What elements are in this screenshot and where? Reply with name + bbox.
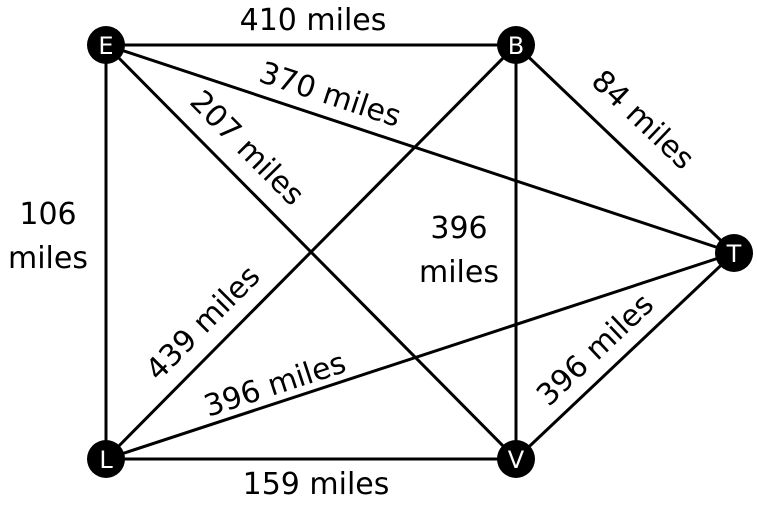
node-t: T bbox=[715, 234, 753, 272]
edge-label-b-v-line1: 396 bbox=[430, 211, 487, 246]
edge-label-b-v-line2: miles bbox=[419, 255, 499, 290]
edge-label-e-l-line2: miles bbox=[8, 241, 88, 276]
node-t-label: T bbox=[726, 240, 742, 268]
edge-label-l-v: 159 miles bbox=[243, 467, 390, 502]
node-e-label: E bbox=[98, 32, 113, 60]
edge-label-b-t: 84 miles bbox=[584, 63, 701, 176]
node-v-label: V bbox=[508, 446, 525, 474]
node-v: V bbox=[497, 440, 535, 478]
edge-label-b-l: 439 miles bbox=[139, 259, 267, 388]
edge-label-e-l-line1: 106 bbox=[19, 197, 76, 232]
edge-label-l-t: 396 miles bbox=[200, 345, 350, 424]
edges bbox=[104, 43, 736, 461]
edge-b-t bbox=[514, 43, 736, 255]
edge-label-e-v: 207 miles bbox=[183, 84, 311, 213]
node-b: B bbox=[497, 26, 535, 64]
node-l-label: L bbox=[99, 446, 113, 474]
edge-label-v-t: 396 miles bbox=[530, 287, 661, 413]
node-e: E bbox=[87, 26, 125, 64]
node-l: L bbox=[87, 440, 125, 478]
node-v-circle bbox=[497, 440, 535, 478]
edge-l-t bbox=[105, 251, 735, 461]
node-t-circle bbox=[715, 234, 753, 272]
node-b-circle bbox=[497, 26, 535, 64]
node-e-circle bbox=[87, 26, 125, 64]
edge-b-l bbox=[104, 43, 518, 461]
edge-label-e-t: 370 miles bbox=[255, 55, 405, 134]
node-b-label: B bbox=[508, 32, 524, 60]
edge-v-t bbox=[514, 251, 736, 461]
node-l-circle bbox=[87, 440, 125, 478]
edge-label-e-b: 410 miles bbox=[240, 3, 387, 38]
edge-e-t bbox=[105, 43, 735, 255]
edge-labels: 410 miles 370 miles 207 miles 106 miles … bbox=[8, 3, 701, 502]
